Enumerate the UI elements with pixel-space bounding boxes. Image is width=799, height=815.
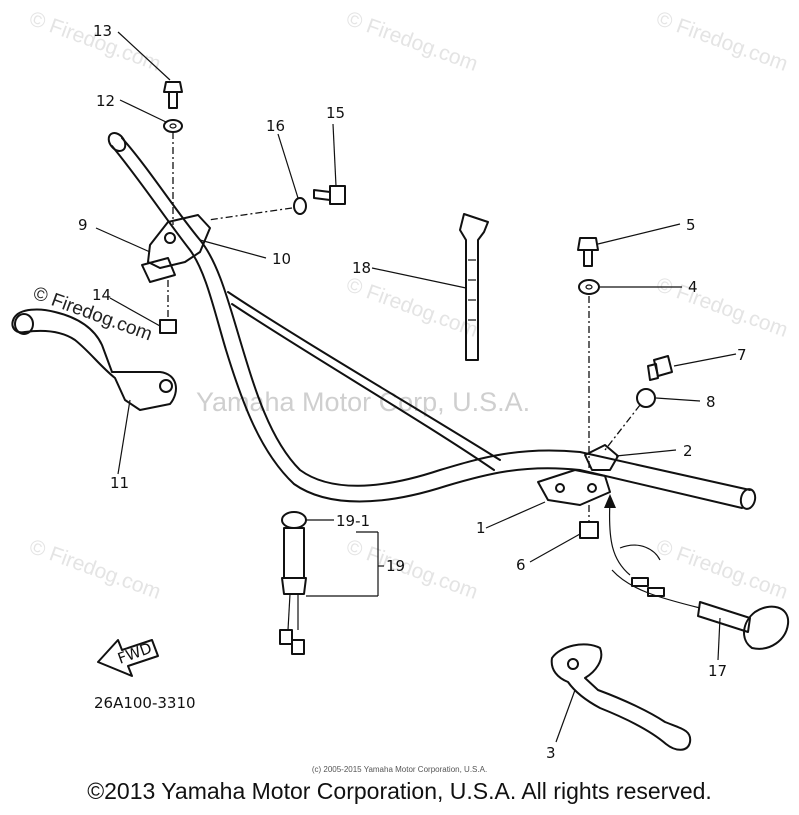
watermark-firedog: © Firedog.com (26, 7, 164, 76)
watermark-layer: © Firedog.com © Firedog.com © Firedog.co… (26, 7, 791, 604)
callout-17: 17 (708, 662, 727, 680)
callout-12: 12 (96, 92, 115, 110)
callout-4: 4 (688, 278, 698, 296)
watermark-firedog: © Firedog.com (653, 535, 791, 604)
handlebar (107, 132, 757, 510)
leader-lines (95, 31, 737, 743)
right-hardware (577, 237, 673, 539)
copyright-notice: ©2013 Yamaha Motor Corporation, U.S.A. A… (87, 778, 712, 804)
callout-14: 14 (92, 286, 111, 304)
left-hardware (159, 81, 183, 334)
watermark-yamaha: Yamaha Motor Corp, U.S.A. (196, 387, 530, 417)
watermark-firedog: © Firedog.com (653, 7, 791, 76)
diagram-code: 26A100-3310 (94, 694, 196, 712)
engine-stop-switch (604, 494, 790, 650)
right-clamp (537, 444, 619, 506)
callout-labels: 13 12 16 15 9 10 14 11 18 5 4 7 8 2 1 6 … (78, 22, 747, 762)
callout-9: 9 (78, 216, 88, 234)
callout-11: 11 (110, 474, 129, 492)
watermark-firedog: © Firedog.com (343, 535, 481, 604)
callout-3: 3 (546, 744, 556, 762)
callout-13: 13 (93, 22, 112, 40)
small-copyright: (c) 2005-2015 Yamaha Motor Corporation, … (311, 765, 488, 774)
callout-5: 5 (686, 216, 696, 234)
cable-strap (459, 213, 489, 361)
watermark-firedog: © Firedog.com (343, 273, 481, 342)
callout-2: 2 (683, 442, 693, 460)
forward-arrow-icon: FWD (97, 639, 159, 677)
starter-switch (279, 511, 307, 655)
callout-10: 10 (272, 250, 291, 268)
top-hardware (207, 185, 346, 221)
callout-6: 6 (516, 556, 526, 574)
callout-1: 1 (476, 519, 486, 537)
callout-7: 7 (737, 346, 747, 364)
callout-19-1: 19-1 (336, 512, 370, 530)
callout-18: 18 (352, 259, 371, 277)
callout-16: 16 (266, 117, 285, 135)
brake-lever (550, 643, 692, 751)
watermark-firedog: © Firedog.com (26, 535, 164, 604)
left-clamp (141, 214, 211, 283)
callout-15: 15 (326, 104, 345, 122)
callout-8: 8 (706, 393, 716, 411)
callout-19: 19 (386, 557, 405, 575)
watermark-firedog: © Firedog.com (653, 273, 791, 342)
watermark-firedog: © Firedog.com (343, 7, 481, 76)
clutch-lever (11, 308, 177, 411)
